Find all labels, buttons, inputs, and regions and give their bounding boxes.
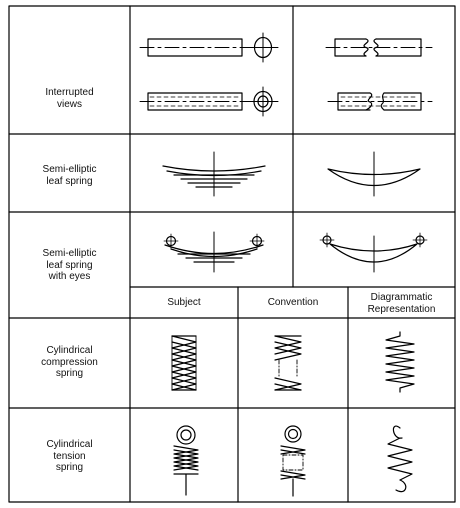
column-header-subject: Subject: [167, 297, 201, 308]
compression-spring-diagram: [385, 331, 415, 393]
table-grid: [8, 5, 456, 503]
tension-spring-diagram: [387, 425, 413, 493]
leaf-spring-eyes-subject: [163, 231, 265, 273]
column-header-convention: Convention: [267, 297, 319, 308]
leaf-spring-convention: [327, 151, 421, 197]
interrupted-view-hollow-shaft: [139, 86, 279, 117]
leaf-spring-subject: [162, 151, 266, 197]
tension-spring-convention: [280, 425, 306, 497]
interrupted-view-hollow-shaft-break: [327, 92, 433, 111]
tension-spring-subject: [173, 425, 199, 496]
compression-spring-subject: [171, 335, 197, 391]
interrupted-view-solid-shaft: [139, 32, 279, 63]
interrupted-view-solid-shaft-break: [325, 38, 433, 57]
compression-spring-convention: [274, 335, 302, 391]
leaf-spring-eyes-convention: [319, 232, 428, 273]
